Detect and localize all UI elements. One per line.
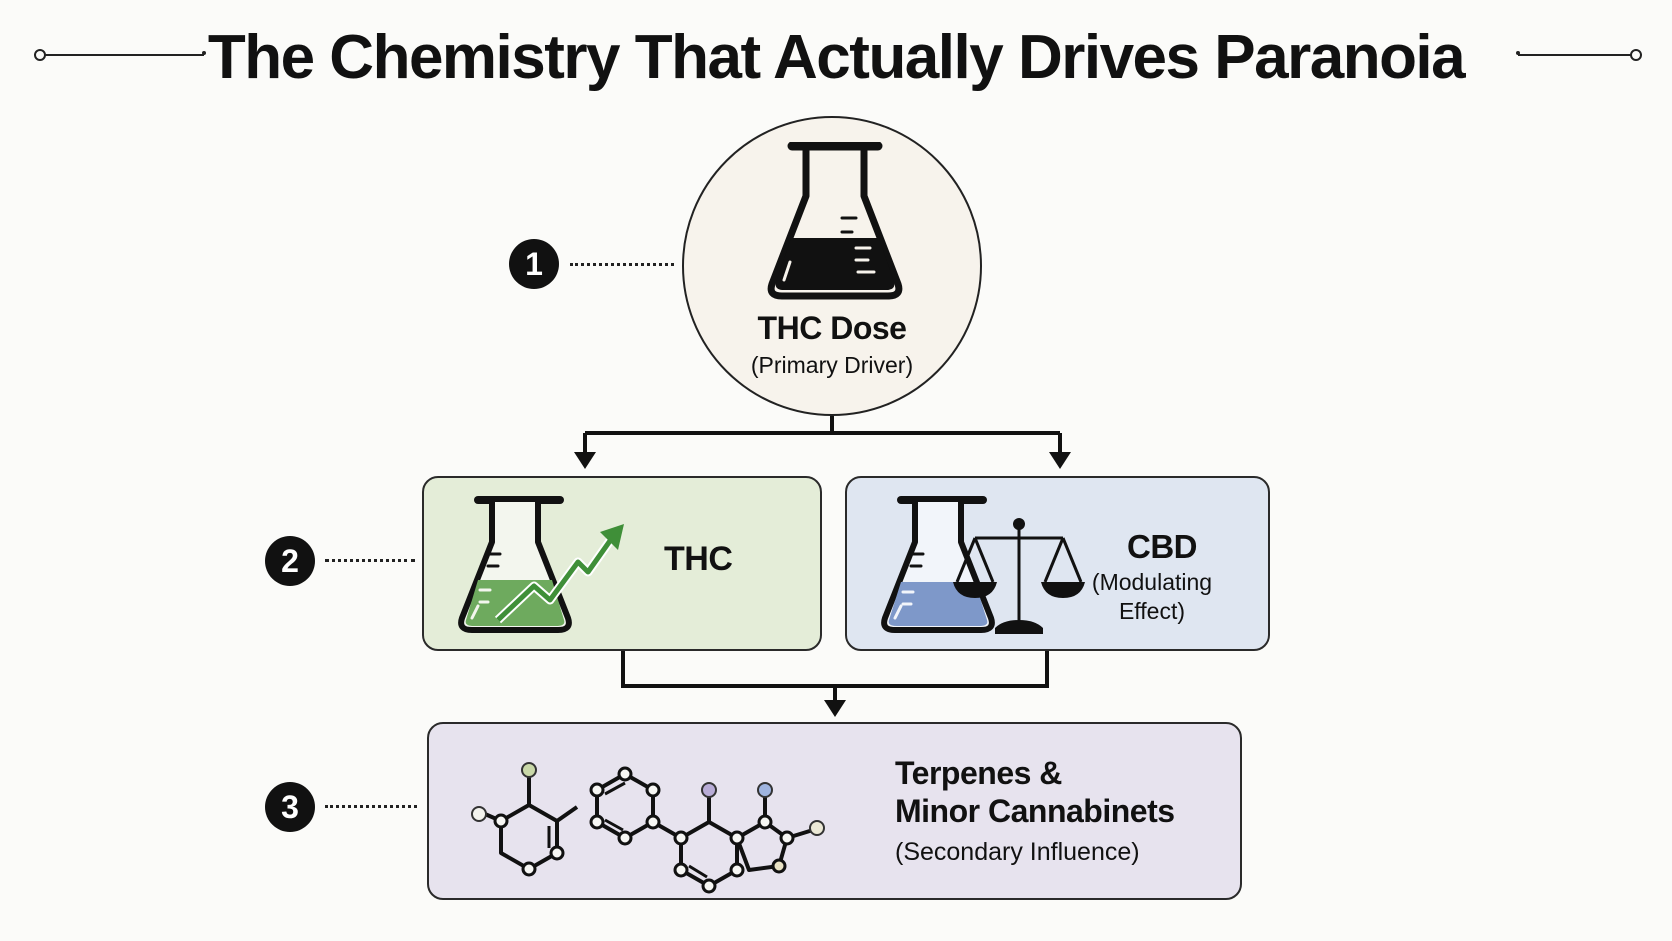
thc-dose-subtitle: (Primary Driver)	[750, 352, 914, 378]
cbd-node: CBD (Modulating Effect)	[845, 476, 1270, 651]
arrow-head-terpenes	[824, 700, 846, 717]
terpenes-node: Terpenes & Minor Cannabinets (Secondary …	[427, 722, 1242, 900]
cbd-subtitle-line1: (Modulating	[1091, 569, 1213, 595]
step-connector-2	[325, 559, 415, 562]
thc-dose-node: THC Dose (Primary Driver)	[682, 116, 982, 416]
thc-dose-title: THC Dose	[757, 310, 907, 346]
step-badge-3: 3	[265, 782, 315, 832]
molecule-icon	[471, 762, 825, 894]
step-badge-2: 2	[265, 536, 315, 586]
arrow-merge	[621, 651, 1049, 702]
cbd-subtitle: (Modulating Effect)	[1087, 568, 1217, 626]
step-connector-1	[570, 263, 674, 266]
terpenes-title-line1: Terpenes &	[895, 755, 1062, 791]
cbd-title: CBD	[1127, 528, 1198, 565]
title-rule-left	[34, 49, 206, 61]
flask-icon	[767, 142, 903, 300]
step-connector-3	[325, 805, 417, 808]
title-rule-right	[1516, 49, 1642, 61]
arrow-split	[583, 416, 1062, 455]
flask-trend-icon	[458, 496, 624, 633]
cbd-subtitle-line2: Effect)	[1118, 598, 1186, 624]
terpenes-title-line2: Minor Cannabinets	[895, 793, 1175, 829]
step-badge-1: 1	[509, 239, 559, 289]
thc-label: THC	[664, 540, 733, 578]
arrow-head-cbd	[1049, 452, 1071, 469]
arrow-head-thc	[574, 452, 596, 469]
page-title: The Chemistry That Actually Drives Paran…	[207, 23, 1466, 92]
terpenes-subtitle: (Secondary Influence)	[895, 838, 1140, 866]
thc-node: THC	[422, 476, 822, 651]
flask-scale-icon	[881, 496, 1085, 634]
terpenes-title: Terpenes & Minor Cannabinets	[895, 754, 1175, 830]
